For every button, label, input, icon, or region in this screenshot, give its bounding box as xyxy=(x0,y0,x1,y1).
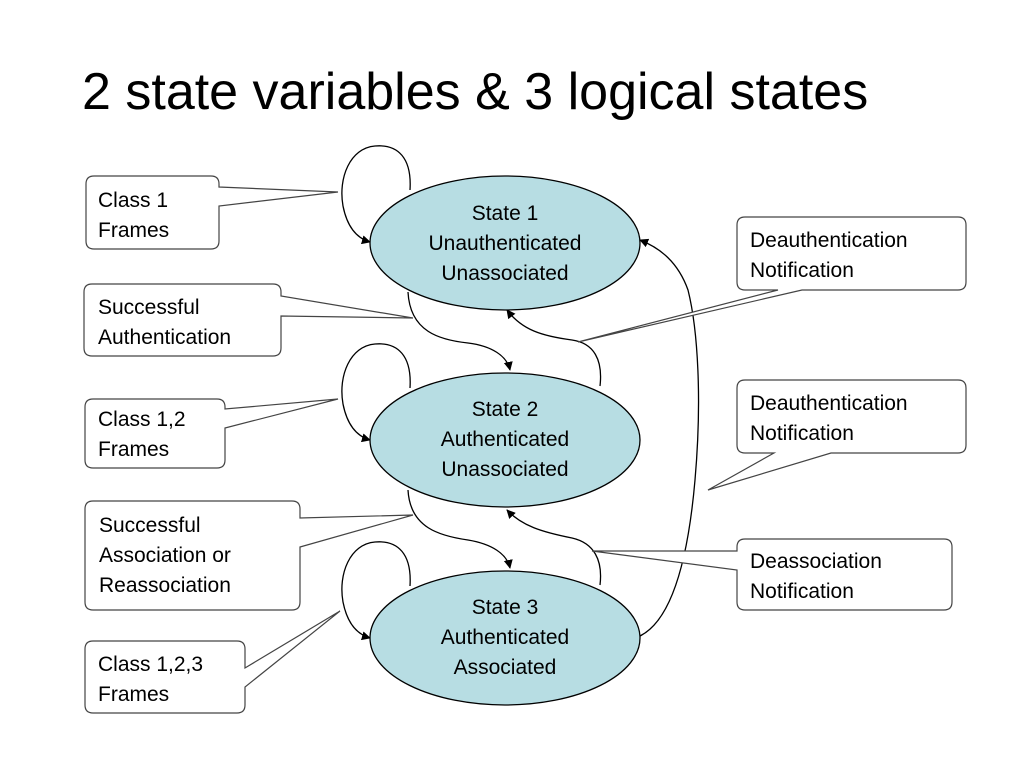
callout-line: Deauthentication xyxy=(750,229,908,252)
callout-line: Reassociation xyxy=(99,574,231,597)
callout-line: Successful xyxy=(98,296,200,319)
self-loop-state-1 xyxy=(341,145,411,245)
callout-class12-frames xyxy=(84,398,339,469)
callout-class12-frames-text: Class 1,2 Frames xyxy=(98,405,186,465)
callout-line: Class 1,2,3 xyxy=(98,653,204,676)
callout-successful-authentication xyxy=(83,283,414,357)
callout-successful-authentication-text: Successful Authentication xyxy=(98,293,231,353)
callout-class1-frames-text: Class 1 Frames xyxy=(98,186,169,246)
slide-title: 2 state variables & 3 logical states xyxy=(82,63,869,121)
callout-deauthentication-notification-1 xyxy=(577,216,967,343)
callout-deauthentication-notification-2-text: Deauthentication Notification xyxy=(750,389,908,449)
state-3-node xyxy=(369,570,641,706)
callout-deauthentication-notification-1-text: Deauthentication Notification xyxy=(750,226,908,286)
callout-line: Class 1 xyxy=(98,189,169,212)
self-loop-state-3 xyxy=(341,541,411,641)
transition-state1-to-state2 xyxy=(407,291,513,371)
callout-line: Authentication xyxy=(98,326,232,349)
transition-state2-to-state3 xyxy=(407,489,513,569)
callout-line: Notification xyxy=(750,580,854,603)
callout-line: Frames xyxy=(98,438,170,461)
transition-state3-to-state2 xyxy=(506,509,602,586)
callout-deassociation-notification-text: Deassociation Notification xyxy=(750,547,882,607)
callout-deauthentication-notification-2 xyxy=(707,379,967,491)
callout-line: Successful xyxy=(99,514,201,537)
callout-successful-association-text: Successful Association or Reassociation xyxy=(99,511,231,601)
callout-line: Notification xyxy=(750,259,854,282)
callout-deassociation-notification xyxy=(591,538,953,611)
callout-class123-frames-text: Class 1,2,3 Frames xyxy=(98,650,203,710)
state-2-node xyxy=(369,372,641,508)
callout-line: Class 1,2 xyxy=(98,408,186,431)
callout-line: Frames xyxy=(98,683,170,706)
callout-line: Association or xyxy=(99,544,231,567)
callout-line: Deauthentication xyxy=(750,392,908,415)
callout-successful-association xyxy=(84,500,414,611)
callout-line: Frames xyxy=(98,219,170,242)
transition-state2-to-state1 xyxy=(506,309,602,387)
callout-class1-frames xyxy=(85,175,339,250)
self-loop-state-2 xyxy=(341,343,411,443)
callout-line: Notification xyxy=(750,422,854,445)
callout-line: Deassociation xyxy=(750,550,882,573)
state-1-node xyxy=(369,175,641,311)
transition-state3-to-state1 xyxy=(639,238,700,637)
callout-class123-frames xyxy=(84,610,341,714)
